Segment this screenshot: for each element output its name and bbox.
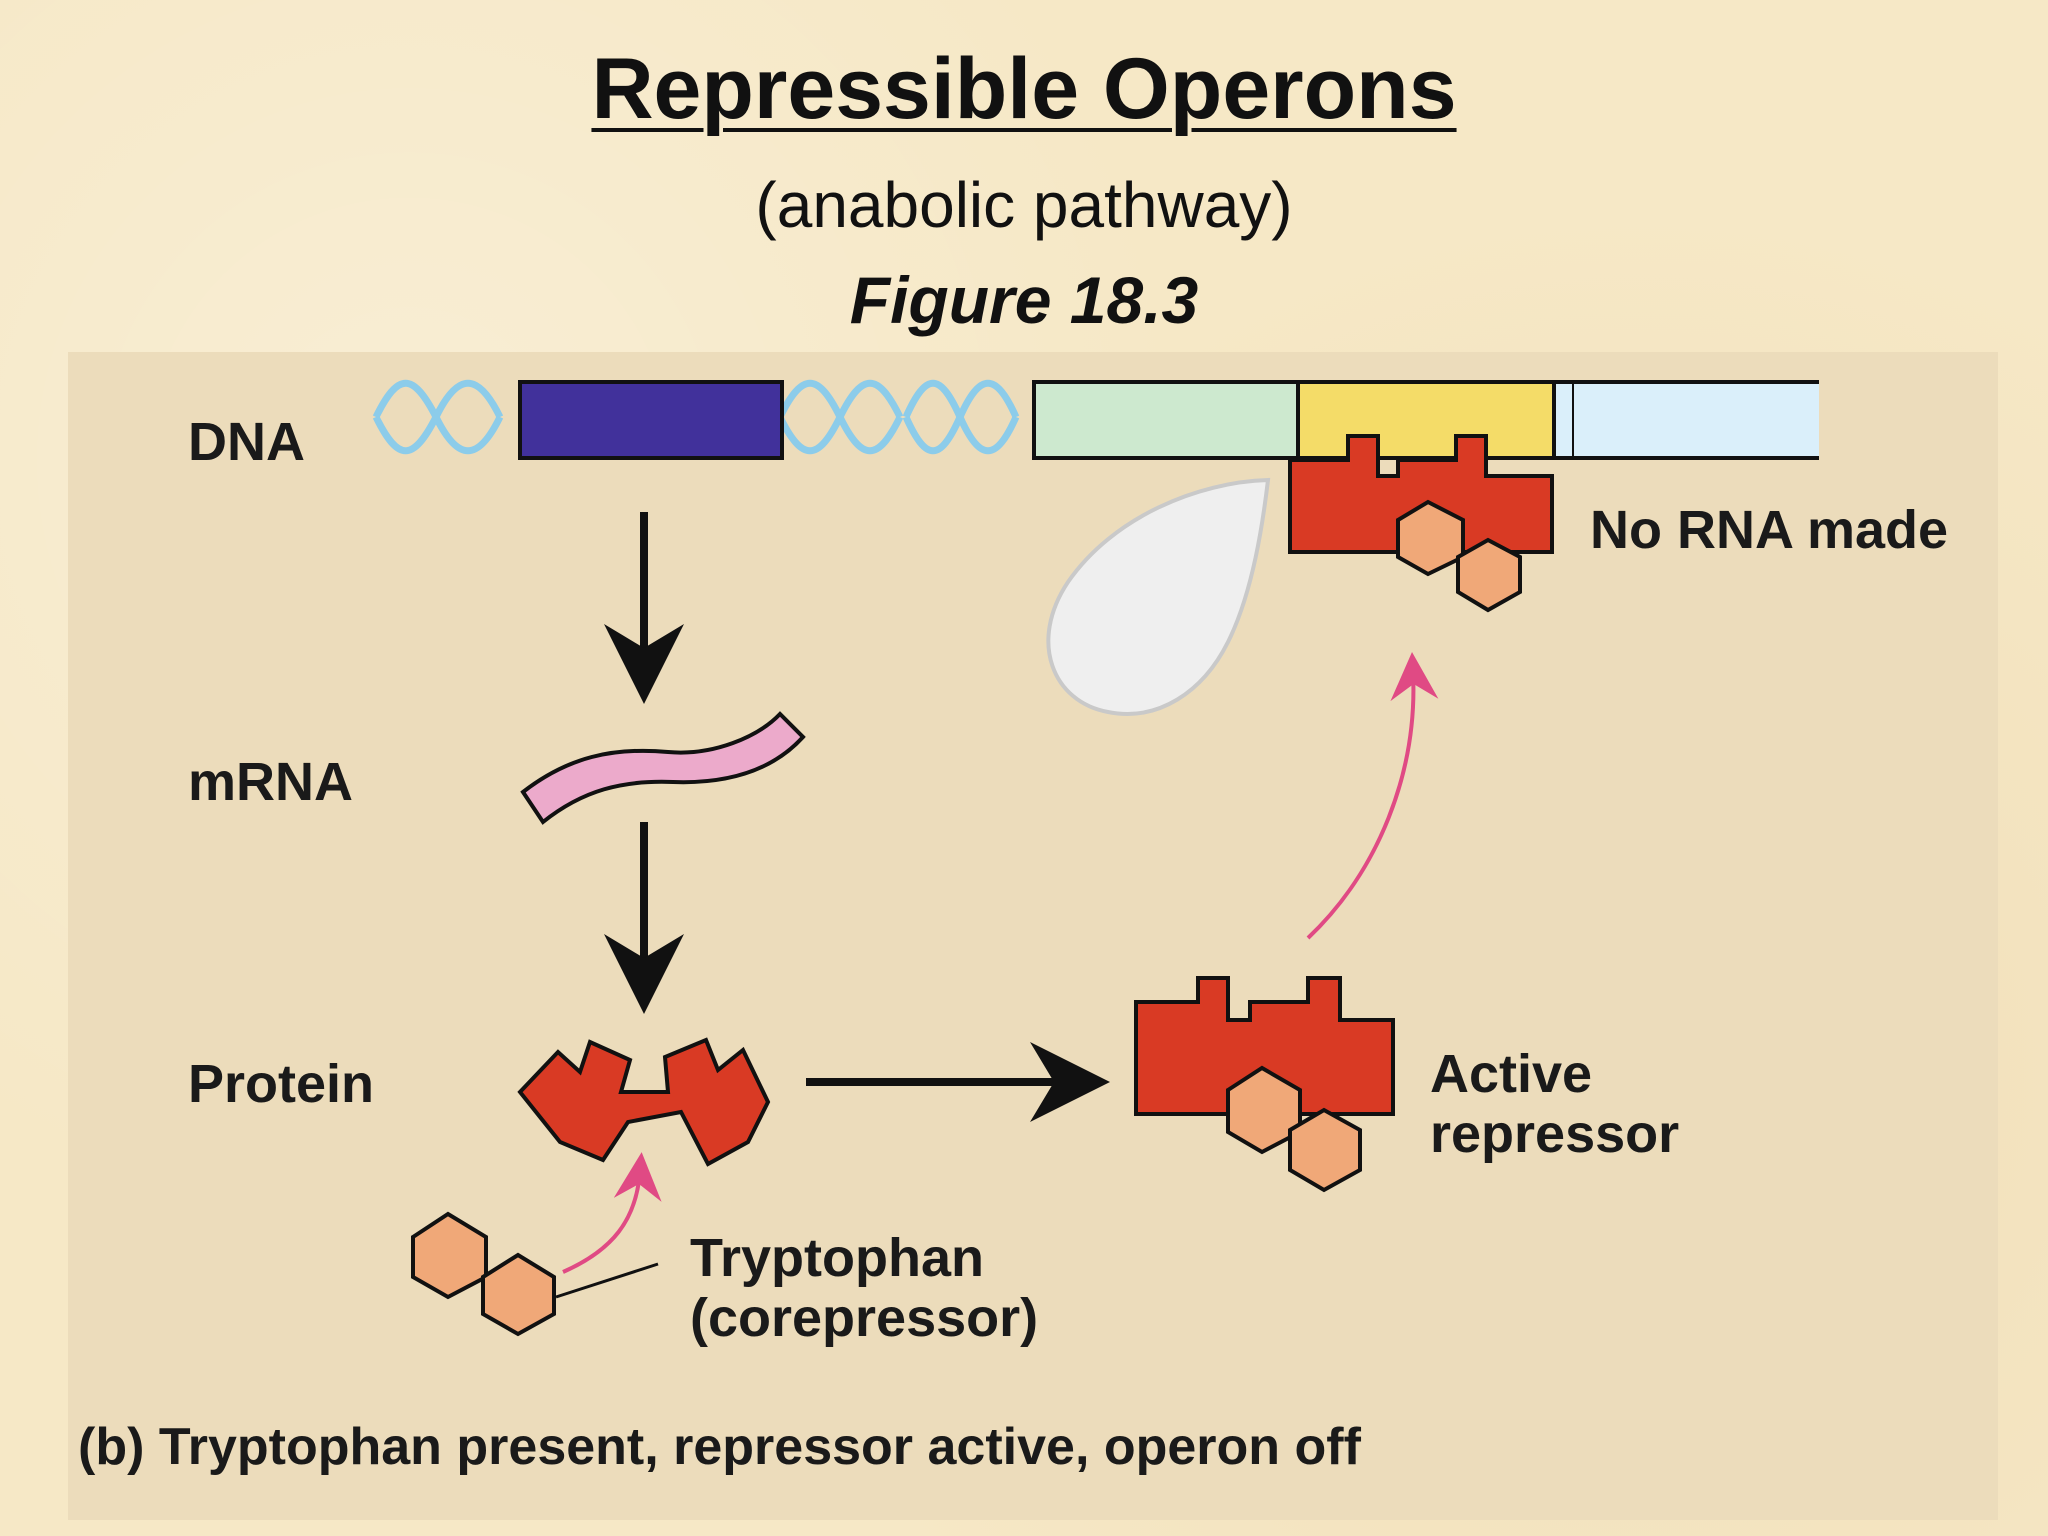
figure-reference: Figure 18.3 [849,263,1199,337]
figure-caption: (b) Tryptophan present, repressor active… [78,1418,1361,1476]
tryptophan-on-repressor-2 [1288,1107,1362,1193]
label-no-rna-made: No RNA made [1590,500,1949,560]
tryptophan-bound-1 [1396,499,1465,577]
inactive-repressor-protein [517,1037,771,1167]
operon-genes-region [1552,380,1576,460]
active-repressor [1134,976,1395,1193]
promoter-region [1032,380,1300,460]
page-title: Repressible Operons [591,41,1457,137]
rna-polymerase [1046,477,1271,716]
repressor-bound-operator [1288,434,1554,613]
dna-helix-left [372,380,504,454]
label-tryptophan-2: (corepressor) [690,1288,1039,1348]
corepressor-arrow [562,1152,662,1274]
label-tryptophan-1: Tryptophan [690,1228,984,1288]
label-active-repressor-1: Active [1430,1044,1593,1104]
diagram-panel: DNA mRNA Protein No RNA made Active repr… [68,352,1998,1520]
dna-helix-right [902,380,1020,454]
tryptophan-leader-line [555,1262,659,1299]
free-tryptophan [411,1211,556,1337]
operon-genes-region-2 [1574,382,1819,458]
tryptophan-bound-2 [1456,537,1522,613]
mrna-strand [520,711,806,825]
label-active-repressor-2: repressor [1430,1104,1680,1164]
page-subtitle: (anabolic pathway) [755,169,1293,241]
dna-helix-middle [776,380,904,454]
binding-arrow [1306,652,1439,940]
operator-region [1296,380,1556,460]
label-dna: DNA [188,412,305,472]
diagram-canvas [372,380,1819,1337]
label-mrna: mRNA [188,752,354,812]
label-protein: Protein [188,1054,375,1114]
regulatory-gene-block [518,380,784,460]
